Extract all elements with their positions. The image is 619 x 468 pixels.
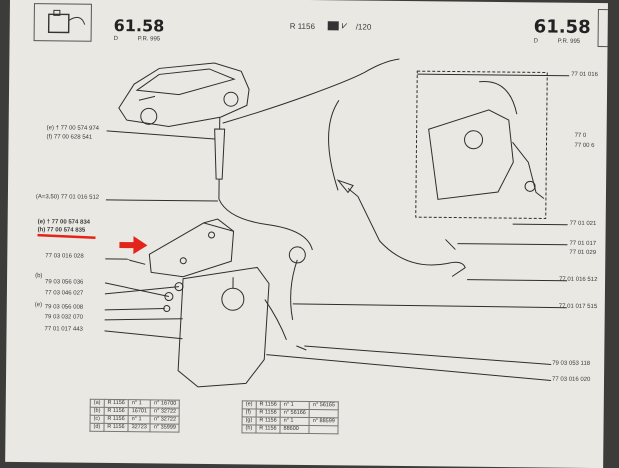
table-cell: 88600 [280,425,309,433]
pump-label-f: (f) 77 00 628 541 [47,134,93,140]
right-label-6: 77 01 029 [569,250,596,256]
table-cell: n° 32722 [150,408,179,416]
table-cell: (e) [242,401,256,409]
table-cell: n° 1 [280,401,309,409]
washer-pump-icon [214,129,225,179]
washer-label: 79 03 056 036 [45,279,83,285]
table-cell: (g) [242,417,256,425]
red-underline [38,235,96,238]
table-cell: R 1156 [256,417,280,425]
right-label-4: 77 01 021 [570,221,597,227]
table-cell: n° 56165 [309,402,338,410]
bracket-label-e: (e) † 77 00 574 834 [38,219,90,226]
table-cell: (d) [90,423,104,431]
table-cell: n° 1 [280,417,309,425]
right-label-7: 77 01 016 512 [559,277,597,283]
table-cell: n° 35999 [150,424,179,432]
tank-label: 77 01 017 443 [45,326,83,332]
table-cell: (a) [90,399,104,407]
table-cell: R 1156 [256,401,280,409]
red-arrow-icon [119,236,147,254]
table-cell: (c) [90,415,104,423]
table-cell: R 1156 [256,425,280,433]
clip-label-b: 79 03 032 070 [45,314,83,320]
pump-label-e: (e) † 77 00 574 974 [47,125,99,132]
table-cell: R 1156 [104,415,128,423]
table-cell: R 1156 [256,409,280,417]
table-cell: n° 1 [128,416,150,424]
bracket-icon [149,222,234,277]
catalog-page: 61.58 D P.R. 995 R 1156 ⩗ /120 61.58 D P… [5,0,608,468]
table-cell: 32723 [128,424,150,432]
table-cell: R 1156 [104,407,128,415]
table-cell: (h) [242,425,256,433]
table-cell: n° 1 [128,400,150,408]
group-e: (e) [35,302,42,308]
right-label-2: 77 0 [575,133,587,139]
table-cell: n° 88599 [309,418,338,426]
right-label-3: 77 00 6 [574,143,594,149]
bracket-label-h: (h) 77 00 574 835 [38,227,86,233]
table-cell: n° 16700 [151,400,180,408]
right-label-1: 77 01 016 [571,72,598,78]
table-cell: 16701 [128,408,150,416]
clip-label-a: 79 03 056 008 [45,304,83,310]
table-cell [309,426,338,434]
table-cell: R 1156 [104,399,128,407]
right-label-5: 77 01 017 [569,241,596,247]
right-label-10: 77 03 016 020 [552,377,590,383]
right-label-8: 77 01 017 515 [559,304,597,310]
table-cell: n° 32722 [150,416,179,424]
screw-label: 77 03 016 028 [45,253,83,259]
table-cell: (f) [242,409,256,417]
table-cell: (b) [90,407,104,415]
reservoir-icon [178,267,269,388]
table-cell: R 1156 [104,423,128,431]
right-label-9: 79 03 053 118 [552,361,590,367]
nut-label: 77 03 046 027 [45,290,83,296]
hose-label: (A=3,50) 77 01 016 512 [36,194,99,201]
table-cell: n° 56166 [280,409,309,417]
group-b: (b) [35,273,42,279]
